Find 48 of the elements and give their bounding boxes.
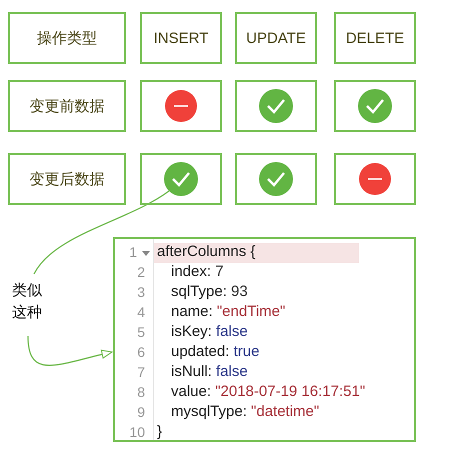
code-line: value: "2018-07-19 16:17:51"	[171, 383, 366, 400]
code-line: isKey: false	[171, 323, 248, 340]
code-line: index: 7	[171, 263, 224, 280]
code-line: name: "endTime"	[171, 303, 286, 320]
cell-text: 变更前数据	[30, 96, 104, 116]
arrow	[27, 336, 112, 366]
minus-icon	[358, 162, 392, 196]
table-cell	[334, 153, 416, 205]
check-icon	[358, 89, 392, 123]
code-line: afterColumns {	[157, 243, 256, 260]
line-number: 2	[136, 264, 145, 280]
check-icon	[259, 162, 293, 196]
annotation-text: 类似这种	[12, 281, 43, 323]
table-cell	[8, 80, 126, 132]
cell-text: 变更后数据	[30, 170, 104, 188]
table-cell	[235, 153, 317, 205]
minus-icon	[164, 89, 198, 123]
cell-text: INSERT	[154, 30, 208, 46]
line-number: 9	[136, 404, 145, 420]
table-cell	[140, 12, 222, 64]
code-line: sqlType: 93	[171, 283, 248, 300]
line-number: 1	[128, 244, 137, 260]
line-number: 5	[136, 324, 145, 340]
code-line: mysqlType: "datetime"	[171, 403, 320, 420]
table-cell	[334, 80, 416, 132]
table-cell	[8, 12, 126, 64]
table-cell	[235, 12, 317, 64]
cell-text: DELETE	[346, 30, 404, 46]
line-number: 3	[136, 284, 145, 300]
check-icon	[164, 162, 198, 196]
code-line: }	[157, 423, 162, 440]
code-line: isNull: false	[171, 363, 248, 380]
table-cell	[235, 80, 317, 132]
table-cell	[334, 12, 416, 64]
table-cell	[140, 153, 222, 205]
line-number: 7	[136, 364, 145, 380]
code-line: updated: true	[171, 343, 260, 360]
line-number: 10	[128, 424, 145, 440]
line-number: 6	[136, 344, 145, 360]
table-cell	[8, 153, 126, 205]
line-number: 4	[136, 304, 145, 320]
check-icon	[259, 89, 293, 123]
code-editor-box	[113, 237, 416, 442]
cell-text: UPDATE	[246, 30, 306, 46]
connector-line	[34, 190, 170, 274]
table-cell	[140, 80, 222, 132]
cell-text: 操作类型	[37, 28, 97, 48]
line-number: 8	[136, 384, 145, 400]
